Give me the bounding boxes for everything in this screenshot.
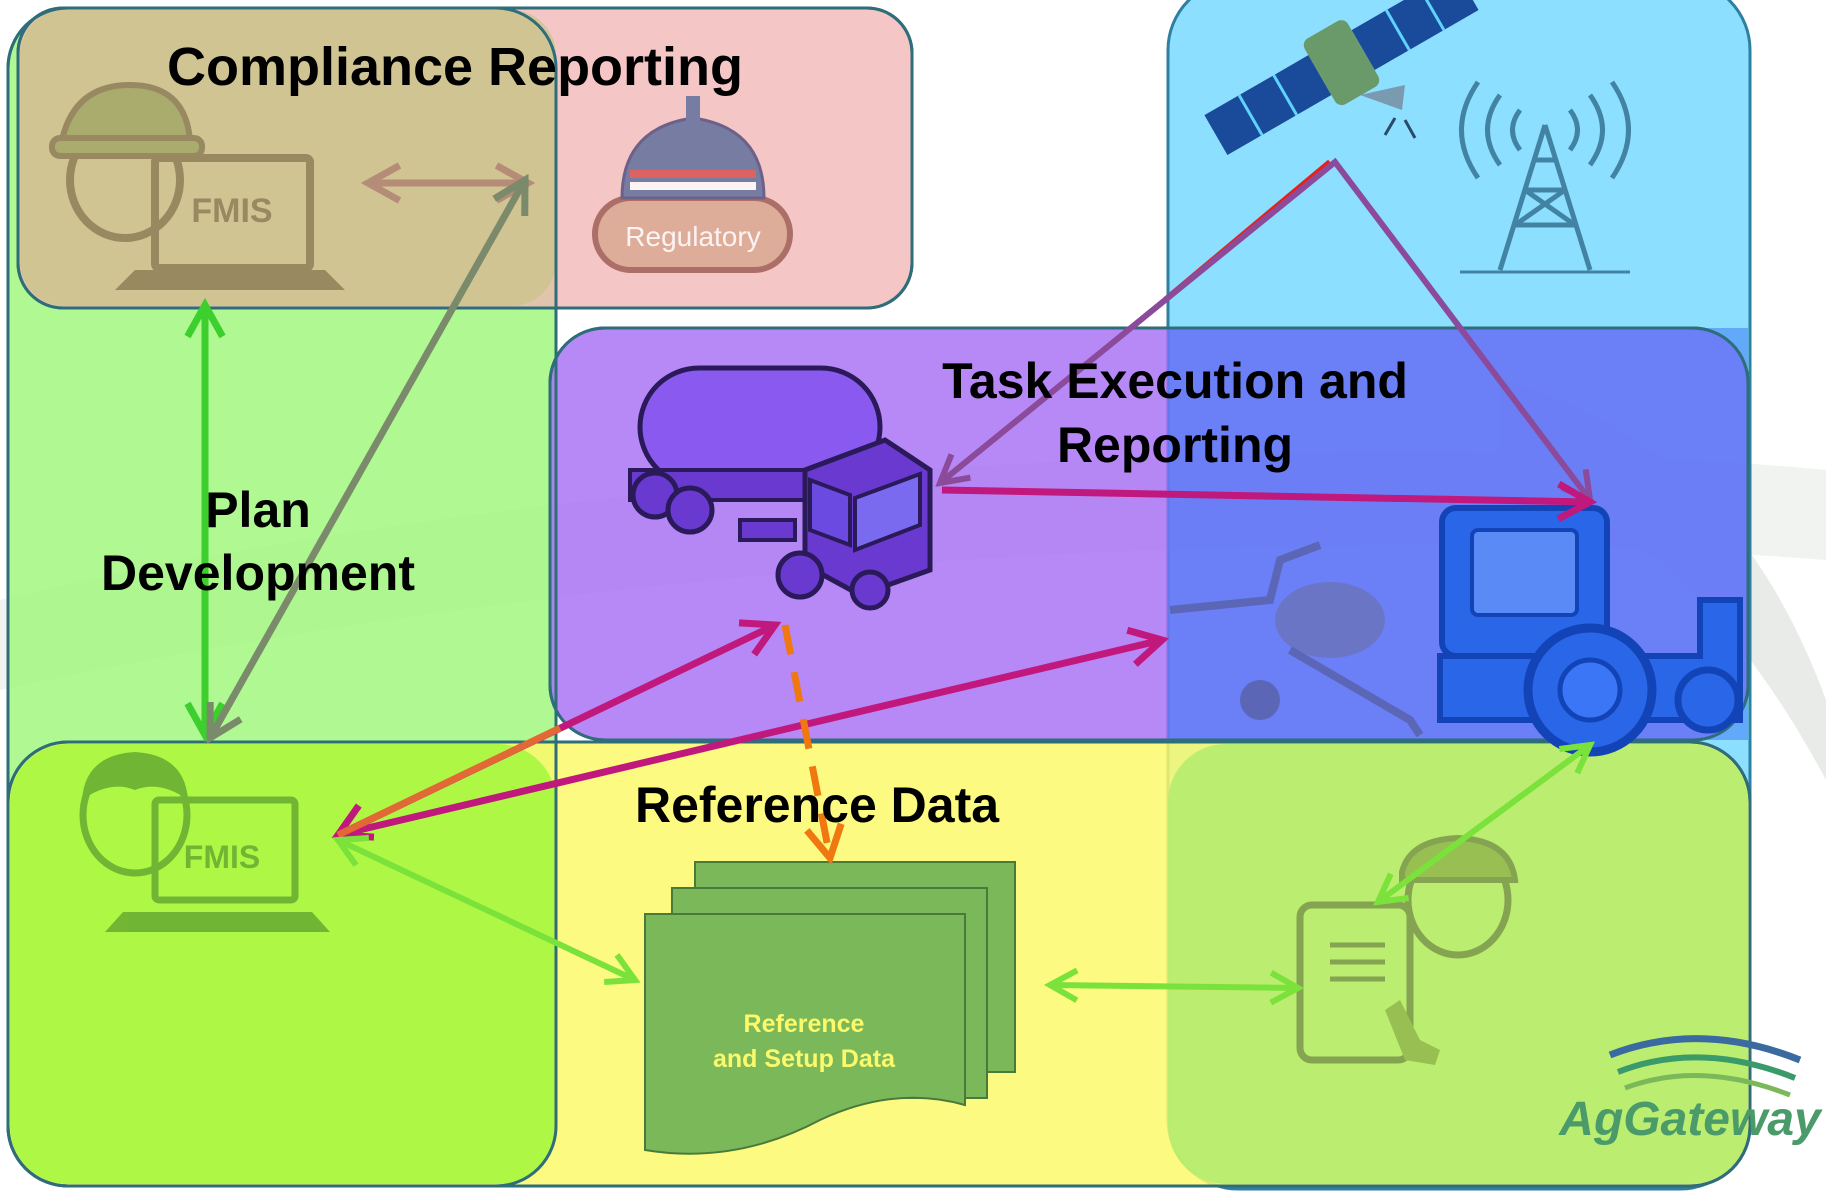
fmis-bottom-label: FMIS [184,839,260,875]
regulatory-label: Regulatory [625,221,760,252]
aggateway-logo-text: AgGateway [1558,1093,1823,1146]
farmer-laptop-bottom-icon: FMIS [79,752,330,932]
arrow-tablet-tractor [1378,745,1590,902]
arrow-tractor-truck [941,490,1590,502]
fmis-top-label: FMIS [191,192,272,230]
field-reference-overlap [1168,744,1748,1184]
arrow-fmis-orange-segment [336,724,562,839]
plan-reference-overlap [10,744,556,1184]
radio-tower-icon [1459,80,1631,274]
task-execution-label-line2: Reporting [1057,417,1293,473]
reference-doc-line2: and Setup Data [713,1045,896,1073]
arrow-fmis-diagonal [210,180,525,738]
arrow-fmis-sprayer [337,640,1162,839]
arrow-reference-tablet [1050,985,1298,988]
sprayer-implement-icon [1169,541,1424,738]
tanker-truck-icon [628,365,933,611]
tractor-display-icon [1437,505,1743,757]
arrow-truck-reference-dashed [781,624,830,858]
task-execution-label-line1: Task Execution and [942,353,1408,409]
arrow-fmis-reference [338,840,635,980]
plan-development-label-line1: Plan [205,482,311,538]
arrow-satellite-branches [940,157,1590,500]
compliance-reporting-label: Compliance Reporting [167,37,743,97]
aggateway-logo: AgGateway [1558,1035,1823,1146]
reference-data-region-outline [6,740,1752,1188]
satellite-icon [1204,0,1479,156]
task-execution-region-outline [548,326,1750,742]
reference-documents-icon: Reference and Setup Data [644,861,1016,1155]
reference-doc-line1: Reference [744,1010,865,1038]
plan-development-label-line2: Development [101,545,415,601]
regulatory-building-icon: Regulatory [592,96,793,273]
reference-data-label: Reference Data [635,777,1000,833]
